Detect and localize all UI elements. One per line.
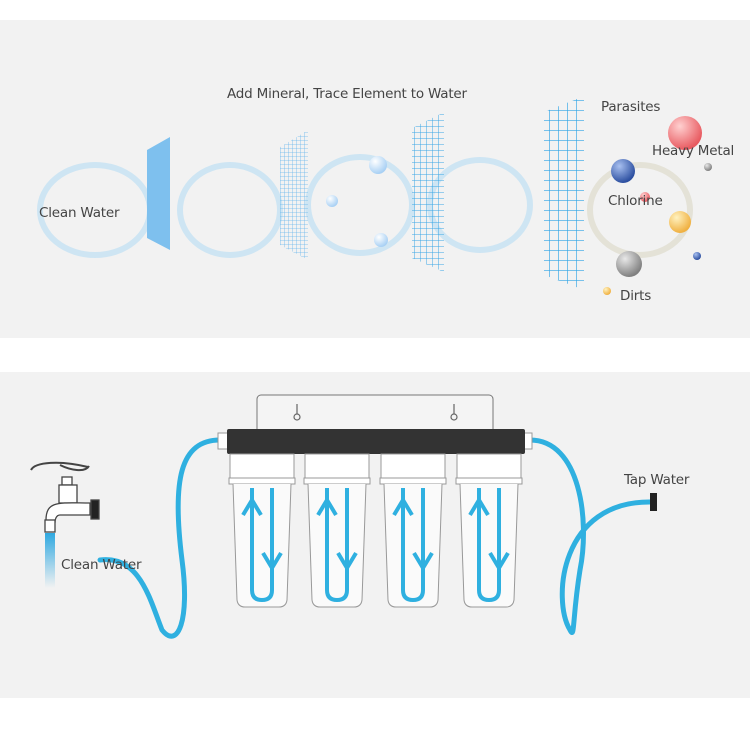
water-flow-path <box>477 488 501 603</box>
water-flow-path <box>325 488 349 603</box>
mineral-ball <box>374 233 388 247</box>
water-stream <box>45 533 55 588</box>
cartridge-head <box>304 453 370 479</box>
medium-mesh-filter-layer <box>412 112 444 272</box>
cartridge-head <box>380 453 446 479</box>
tap-water-hose-end <box>650 493 657 511</box>
down-arrow-icon <box>412 551 434 572</box>
fine-mesh-filter-layer <box>280 130 308 260</box>
tap-water-label: Tap Water <box>624 472 690 488</box>
cartridge-housing <box>307 483 367 608</box>
contaminant-label-dirts: Dirts <box>620 288 652 304</box>
water-flow-path <box>401 488 425 603</box>
coarse-mesh-filter-layer <box>544 96 584 290</box>
cartridge-housing <box>459 483 519 608</box>
dirty-water-splash <box>587 162 693 258</box>
inlet-connector <box>217 432 229 450</box>
cartridge-collar <box>303 477 371 485</box>
contaminant-label-parasites: Parasites <box>601 99 661 115</box>
up-arrow-icon <box>316 496 338 517</box>
cartridge-collar <box>228 477 296 485</box>
clean-water-label-top: Clean Water <box>39 205 120 221</box>
water-hose <box>97 437 655 639</box>
up-arrow-icon <box>468 496 490 517</box>
mineral-ball <box>326 195 338 207</box>
cartridge-head <box>456 453 522 479</box>
contaminant-label-heavy-metal: Heavy Metal <box>652 143 735 159</box>
faucet-icon <box>30 461 100 533</box>
filter-header-bar <box>227 429 525 454</box>
down-arrow-icon <box>336 551 358 572</box>
chlorine-ball <box>611 159 635 183</box>
down-arrow-icon <box>488 551 510 572</box>
top-title: Add Mineral, Trace Element to Water <box>227 86 467 102</box>
clean-water-label-bottom: Clean Water <box>61 557 142 573</box>
water-flow-path <box>250 488 274 603</box>
cartridge-collar <box>379 477 447 485</box>
cartridge-housing <box>232 483 292 608</box>
contaminant-ball <box>693 252 701 260</box>
contaminant-ball <box>640 192 650 202</box>
mineral-ball <box>369 156 387 174</box>
dirt-ball <box>616 251 642 277</box>
dirt-ball <box>603 287 611 295</box>
heavy-metal-ball <box>668 116 702 150</box>
up-arrow-icon <box>392 496 414 517</box>
contaminant-ball <box>669 211 691 233</box>
cartridge-housing <box>383 483 443 608</box>
mounting-hole-icon <box>293 404 458 421</box>
pp-cotton-filter-layer <box>147 137 170 250</box>
cartridge-collar <box>455 477 523 485</box>
contaminant-ball <box>704 163 712 171</box>
cartridge-head <box>229 453 295 479</box>
down-arrow-icon <box>261 551 283 572</box>
contaminant-label-chlorine: Chlorine <box>608 193 663 209</box>
filter-cartridges <box>228 453 523 608</box>
up-arrow-icon <box>241 496 263 517</box>
